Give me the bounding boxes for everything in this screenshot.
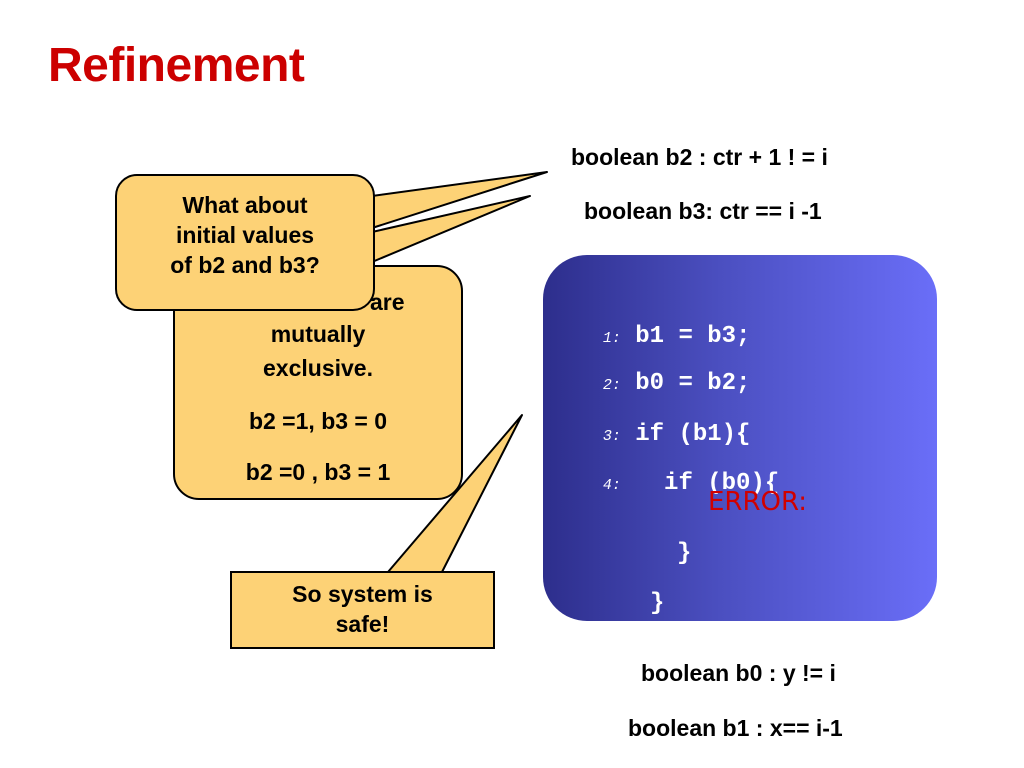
code-line-2: 2: b0 = b2; (574, 343, 751, 397)
code-text: b1 = b3; (635, 323, 751, 350)
code-text: if (b0){ (635, 470, 780, 497)
predicate-b2: boolean b2 : ctr + 1 ! = i (571, 144, 828, 170)
exclusive-line1: are (370, 289, 405, 315)
line-number: 1: (602, 330, 621, 347)
safe-callout: So system is safe! (230, 571, 495, 649)
initial-line3: of b2 and b3? (170, 252, 320, 278)
line-number: 4: (602, 477, 621, 494)
code-line-3: 3: if (b1){ (574, 394, 751, 448)
code-line-1: 1: b1 = b3; (574, 296, 751, 350)
error-label: ERROR: (708, 487, 808, 517)
initial-values-callout: What about initial values of b2 and b3? (115, 174, 375, 311)
exclusive-line3: exclusive. (263, 355, 373, 381)
code-text: b0 = b2; (635, 370, 751, 397)
predicate-b3: boolean b3: ctr == i -1 (584, 198, 822, 224)
predicate-b0: boolean b0 : y != i (641, 660, 836, 686)
close-brace-inner: } (677, 540, 692, 567)
code-text: if (b1){ (635, 421, 751, 448)
safe-line1: So system is (292, 581, 433, 607)
exclusive-line2: mutually (270, 321, 366, 347)
close-brace-outer: } (650, 590, 665, 617)
exclusive-line4: b2 =1, b3 = 0 (248, 408, 388, 434)
predicate-b1: boolean b1 : x== i-1 (628, 715, 843, 741)
initial-line2: initial values (175, 222, 315, 248)
initial-line1: What about (182, 192, 308, 218)
safe-line2: safe! (335, 611, 390, 637)
code-panel (543, 255, 937, 621)
line-number: 3: (602, 428, 621, 445)
code-line-4: 4: if (b0){ (574, 443, 779, 497)
exclusive-line5: b2 =0 , b3 = 1 (245, 459, 391, 485)
line-number: 2: (602, 377, 621, 394)
slide-title: Refinement (48, 39, 305, 92)
